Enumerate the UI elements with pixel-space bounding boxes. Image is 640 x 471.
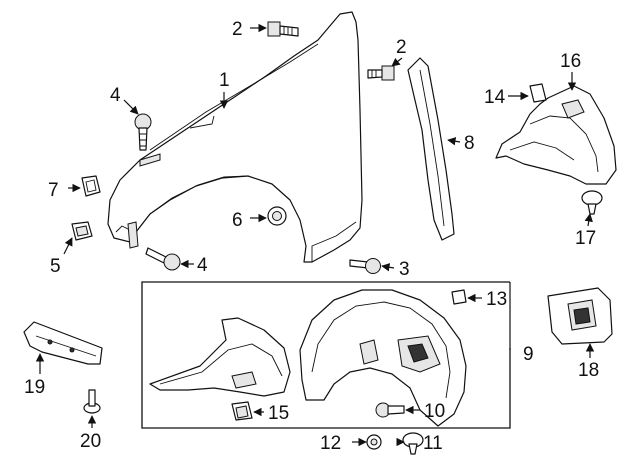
clip-part-13[interactable]: [451, 289, 467, 305]
callout-2-top: 2: [232, 19, 243, 40]
callout-4-top: 4: [110, 85, 121, 106]
callout-7: 7: [48, 180, 59, 201]
screw-part-10[interactable]: [375, 402, 405, 418]
callout-2-right: 2: [396, 37, 407, 58]
callout-18: 18: [578, 360, 599, 381]
clip-part-11[interactable]: [402, 432, 424, 455]
callout-14: 14: [484, 87, 506, 108]
clip-part-5[interactable]: [71, 221, 93, 241]
callout-12: 12: [320, 433, 341, 454]
clip-part-15[interactable]: [231, 401, 253, 421]
shield-part-16[interactable]: [495, 85, 617, 185]
callout-5: 5: [50, 256, 61, 277]
clip-part-7[interactable]: [81, 175, 101, 197]
callout-20: 20: [80, 431, 101, 452]
liner-front-section[interactable]: [149, 317, 291, 397]
callout-6: 6: [232, 210, 243, 231]
callout-10: 10: [424, 401, 445, 422]
leader-lines: [35, 23, 595, 447]
callout-15: 15: [268, 403, 289, 424]
seal-part-8[interactable]: [407, 57, 455, 241]
pin-part-20[interactable]: [83, 389, 101, 414]
bracket-part-18[interactable]: [547, 287, 613, 345]
callout-9: 9: [523, 344, 534, 365]
bolt-part-4-top[interactable]: [134, 113, 152, 151]
bolt-part-2-right[interactable]: [367, 65, 395, 81]
group-box-part-9: [141, 281, 511, 429]
callout-17: 17: [575, 228, 596, 249]
bolt-part-3[interactable]: [349, 258, 381, 274]
bracket-part-19[interactable]: [23, 321, 103, 365]
screw-part-12[interactable]: [366, 434, 382, 450]
fender-part[interactable]: [107, 11, 363, 263]
callout-4-bottom: 4: [197, 255, 208, 276]
callout-1: 1: [219, 70, 230, 91]
callout-8: 8: [464, 133, 475, 154]
callout-16: 16: [560, 51, 581, 72]
callout-11: 11: [423, 433, 443, 454]
nut-part-6[interactable]: [267, 206, 287, 226]
bolt-part-4-bottom[interactable]: [145, 247, 181, 271]
callout-3: 3: [399, 259, 410, 280]
wheelhouse-liner[interactable]: [299, 289, 467, 427]
clip-part-14[interactable]: [529, 83, 547, 103]
pin-part-17[interactable]: [581, 190, 603, 215]
bolt-part-2-top[interactable]: [267, 21, 299, 37]
callout-13: 13: [486, 289, 507, 310]
callout-19: 19: [24, 377, 45, 398]
